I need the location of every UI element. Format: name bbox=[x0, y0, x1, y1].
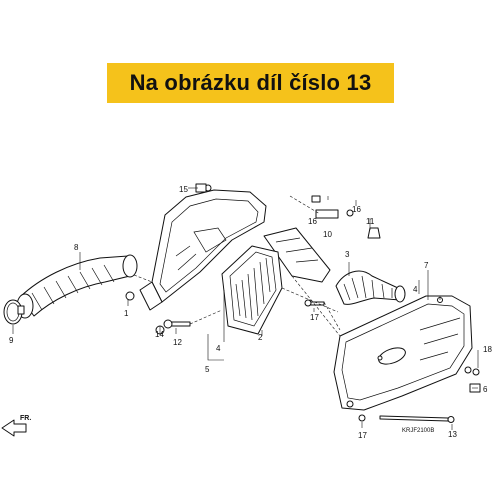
air-filter-element bbox=[221, 245, 283, 335]
front-direction-label: FR. bbox=[20, 415, 31, 422]
front-direction-arrow: FR. bbox=[1, 415, 31, 437]
leader-lines bbox=[12, 187, 479, 430]
callout-5: 5 bbox=[205, 365, 210, 374]
fasteners bbox=[125, 183, 481, 423]
air-cleaner-cover bbox=[333, 295, 473, 411]
callout-3: 3 bbox=[345, 250, 350, 259]
air-cleaner-case bbox=[139, 184, 267, 311]
callout-11: 11 bbox=[366, 217, 375, 226]
callout-12: 12 bbox=[173, 338, 182, 347]
breather-cap bbox=[311, 195, 321, 203]
callout-16-right: 16 bbox=[352, 205, 361, 214]
callout-9: 9 bbox=[9, 336, 14, 345]
case-bracket bbox=[263, 227, 331, 283]
callout-14: 14 bbox=[155, 330, 164, 339]
callout-16-left: 16 bbox=[308, 217, 317, 226]
callout-18: 18 bbox=[483, 345, 492, 354]
highlighted-part-banner: Na obrázku díl číslo 13 bbox=[107, 63, 394, 103]
callout-6: 6 bbox=[483, 385, 488, 394]
assembly-guides bbox=[133, 195, 341, 337]
callout-1: 1 bbox=[124, 309, 129, 318]
callout-2: 2 bbox=[258, 333, 263, 342]
callouts: 15 8 9 1 14 12 4 5 2 17 3 16 10 16 11 7 … bbox=[9, 185, 492, 440]
hose-clamp bbox=[3, 299, 25, 325]
callout-15: 15 bbox=[179, 185, 188, 194]
callout-4-right: 4 bbox=[413, 285, 418, 294]
clip bbox=[367, 227, 381, 239]
connecting-tube bbox=[335, 270, 406, 305]
callout-17-upper: 17 bbox=[310, 313, 319, 322]
screw-13 bbox=[379, 415, 449, 422]
callout-4-left: 4 bbox=[216, 344, 221, 353]
intake-tube bbox=[16, 254, 138, 319]
breather-tube bbox=[315, 209, 339, 219]
diagram-code: KRJF2100B bbox=[402, 428, 434, 434]
callout-10: 10 bbox=[323, 230, 332, 239]
callout-17-lower: 17 bbox=[358, 431, 367, 440]
callout-13: 13 bbox=[448, 430, 457, 439]
callout-7: 7 bbox=[424, 261, 429, 270]
callout-8: 8 bbox=[74, 243, 79, 252]
